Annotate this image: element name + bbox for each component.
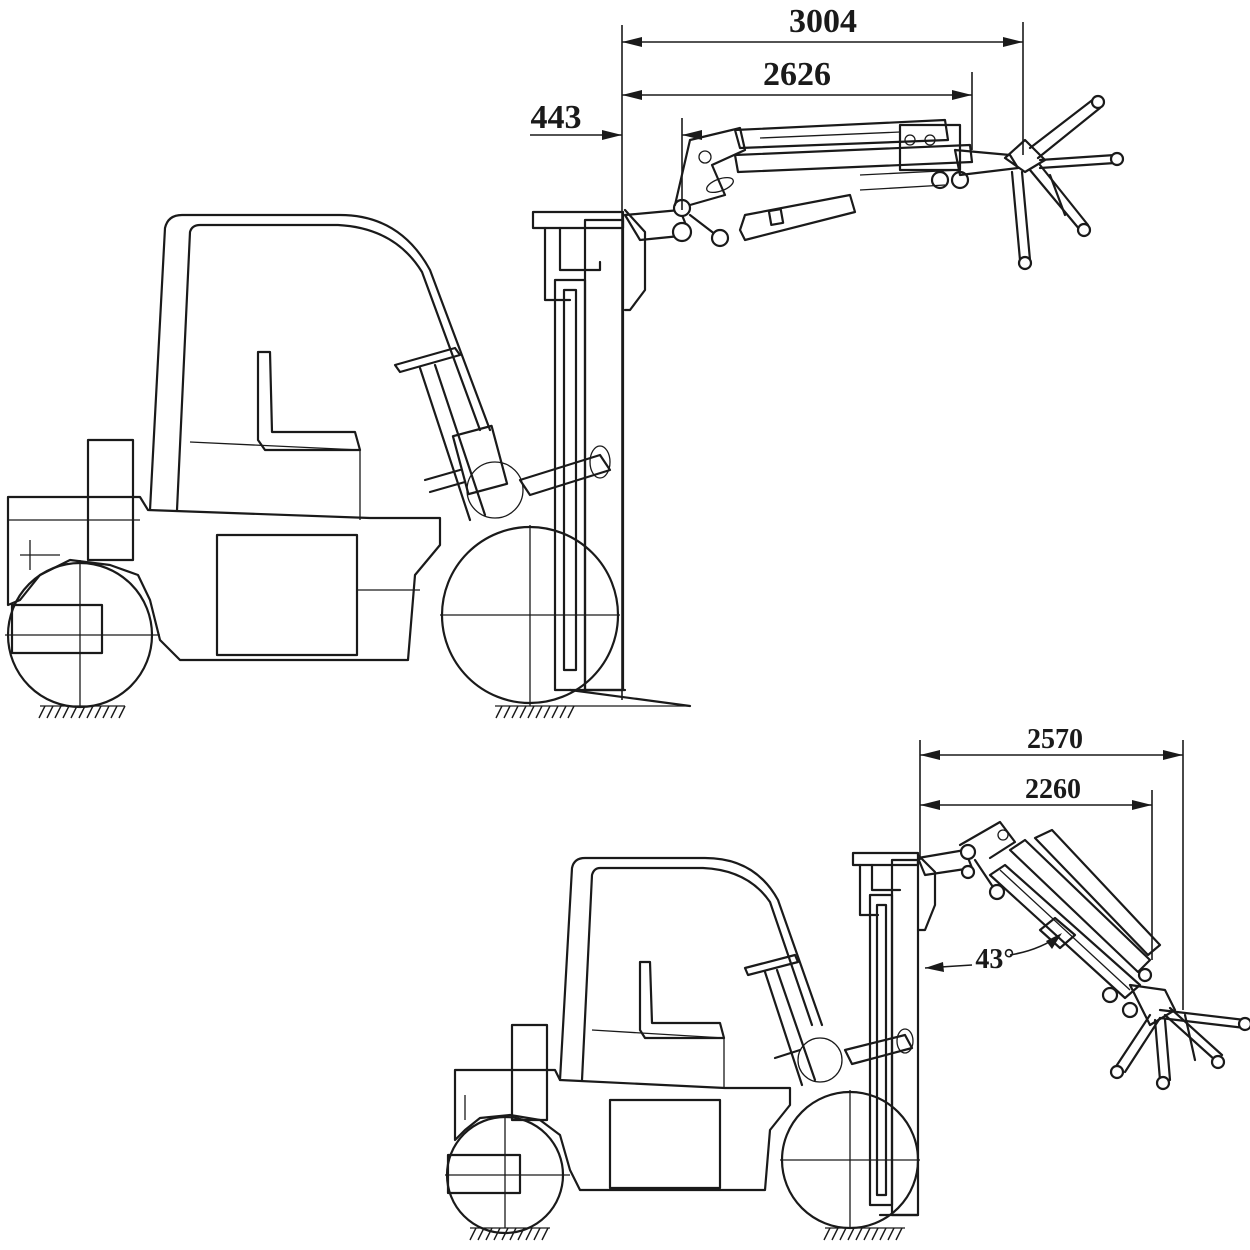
mast xyxy=(531,210,692,708)
manipulator-arm-bottom xyxy=(916,820,1177,1027)
ground-hatch-front xyxy=(495,705,690,719)
top-forklift: 3004 2626 443 xyxy=(5,3,1125,719)
dim-3004: 3004 xyxy=(789,3,857,40)
steering-column-bottom xyxy=(743,953,914,1087)
battery-panel-bottom xyxy=(608,1098,722,1190)
rear-axle-box xyxy=(10,603,104,655)
rear-axle-box-bottom xyxy=(446,1153,522,1195)
cab-frame-bottom xyxy=(558,856,824,1082)
dimension-lines-bottom xyxy=(919,740,1184,1010)
rear-post-bottom xyxy=(510,1023,549,1122)
dim-2570: 2570 xyxy=(1027,724,1083,755)
dim-443: 443 xyxy=(531,99,582,136)
dim-2626: 2626 xyxy=(763,56,831,93)
ground-hatch-rear-bottom xyxy=(469,1227,550,1241)
rear-body xyxy=(6,495,442,662)
battery-panel xyxy=(215,533,359,657)
rear-post xyxy=(86,438,135,562)
seat-bottom xyxy=(638,960,726,1040)
steering-column xyxy=(393,346,612,522)
angle-43: 43° xyxy=(975,944,1014,975)
dimension-lines-top xyxy=(530,22,1024,700)
dim-2260: 2260 xyxy=(1025,774,1081,805)
carriage-plate xyxy=(623,208,647,312)
bottom-forklift: 2570 2260 43° xyxy=(445,724,1250,1241)
mast-bottom xyxy=(851,851,920,1217)
ground-hatch-front-bottom xyxy=(823,1227,905,1241)
manipulator-arm-top xyxy=(623,118,1020,248)
seat xyxy=(256,350,362,452)
carriage-plate-bottom xyxy=(916,853,937,932)
cab-frame xyxy=(148,213,492,512)
gripper-head-top xyxy=(1003,94,1125,271)
rear-body-bottom xyxy=(453,1068,792,1192)
gripper-head-bottom xyxy=(1109,1006,1250,1091)
